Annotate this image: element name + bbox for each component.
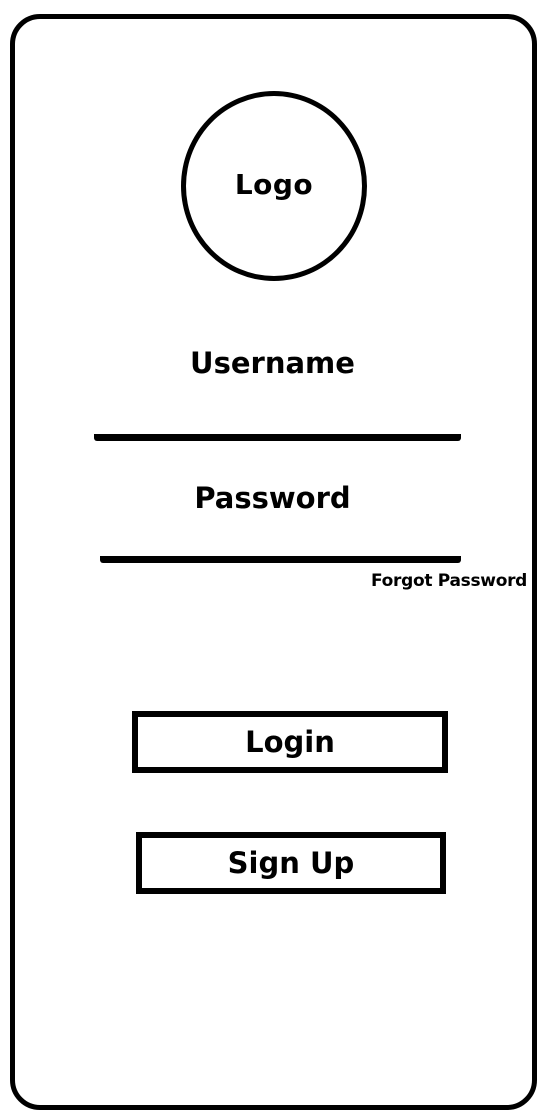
password-input[interactable] — [100, 522, 461, 563]
logo-label: Logo — [234, 167, 314, 201]
logo: Logo — [181, 91, 367, 281]
username-input[interactable] — [94, 400, 461, 441]
username-label: Username — [190, 346, 355, 380]
forgot-password-link[interactable]: Forgot Password — [371, 571, 528, 591]
password-label: Password — [194, 481, 351, 515]
login-button[interactable]: Login — [132, 711, 448, 773]
sign-up-button[interactable]: Sign Up — [136, 832, 446, 894]
